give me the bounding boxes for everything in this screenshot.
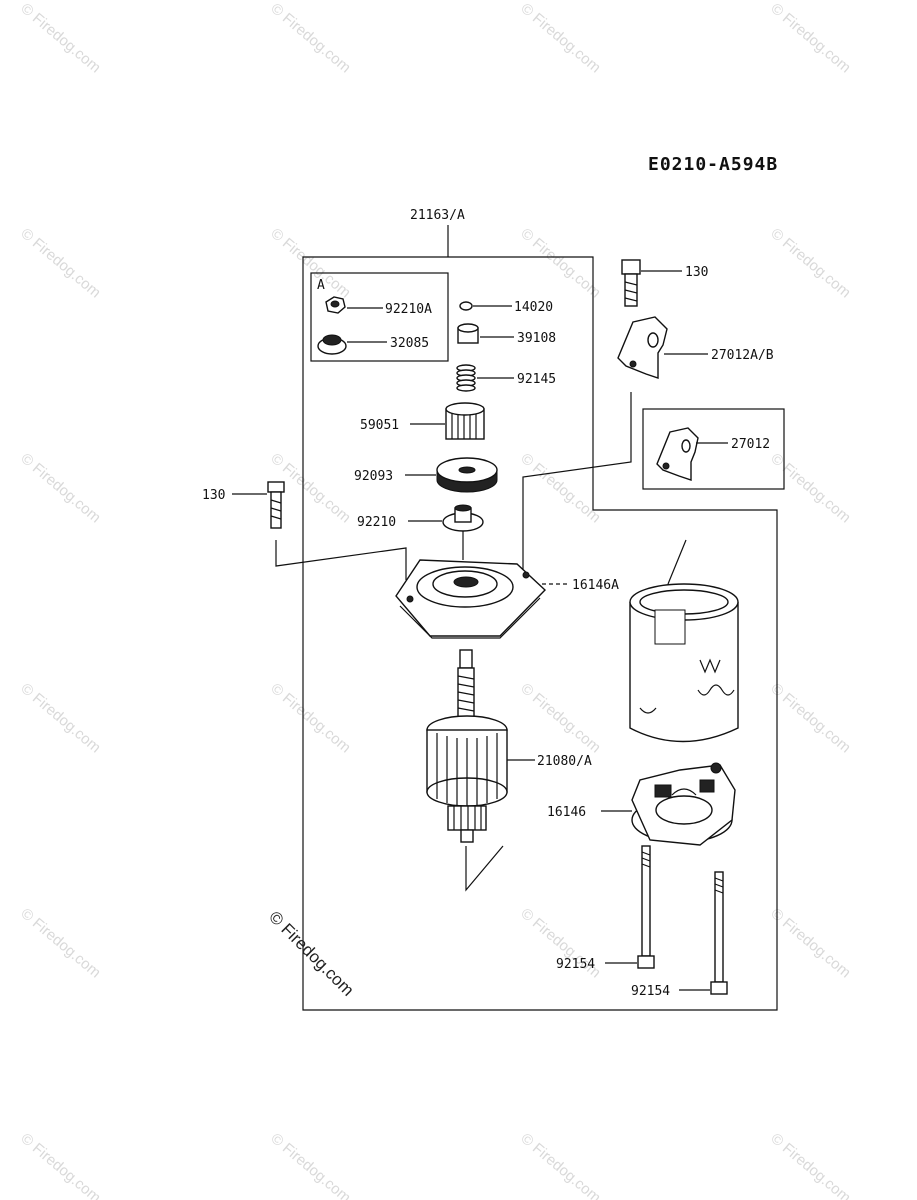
label-59051: 59051 — [360, 418, 399, 433]
label-27012: 27012 — [731, 437, 770, 452]
label-92210A: 92210A — [385, 302, 432, 317]
ring-14020-icon — [459, 301, 473, 311]
label-130-top: 130 — [685, 265, 708, 280]
watermark-text: © Firedog.com — [517, 450, 603, 526]
label-92093: 92093 — [354, 469, 393, 484]
watermark-text: © Firedog.com — [517, 1130, 603, 1200]
bracket-27012-box — [642, 408, 785, 490]
watermark-text: © Firedog.com — [767, 1130, 853, 1200]
watermark-text: © Firedog.com — [517, 680, 603, 756]
watermark-text: © Firedog.com — [767, 450, 853, 526]
label-130-left: 130 — [202, 488, 225, 503]
label-21163A: 21163/A — [410, 208, 465, 223]
washer-32085-icon — [317, 334, 347, 355]
bolt-130-left-icon — [267, 481, 285, 529]
bracket-27012AB-icon — [617, 316, 668, 379]
watermark-text: © Firedog.com — [767, 905, 853, 981]
watermark-text: © Firedog.com — [17, 225, 103, 301]
armature-21080A-icon — [426, 649, 508, 843]
label-16146A: 16146A — [572, 578, 619, 593]
watermark-text: © Firedog.com — [767, 225, 853, 301]
watermark-text: © Firedog.com — [517, 0, 603, 76]
brush-holder-16146-icon — [631, 762, 736, 846]
washer-92093-icon — [436, 457, 498, 493]
bracket-27012-icon — [656, 427, 699, 481]
label-92154-a: 92154 — [556, 957, 595, 972]
watermark-text: © Firedog.com — [767, 0, 853, 76]
bolt-130-top-icon — [621, 259, 641, 307]
gear-59051-icon — [445, 402, 485, 440]
nut-92210-icon — [442, 504, 484, 532]
assembly-frame — [302, 256, 778, 1011]
label-32085: 32085 — [390, 336, 429, 351]
label-92145: 92145 — [517, 372, 556, 387]
end-cover-16146A-icon — [395, 559, 547, 639]
watermark-text: © Firedog.com — [17, 450, 103, 526]
watermark-stamp: © Firedog.com — [265, 907, 357, 999]
spring-92145-icon — [456, 364, 476, 392]
through-bolt-92154-b-icon — [710, 871, 728, 995]
watermark-text: © Firedog.com — [17, 0, 103, 76]
diagram-code: E0210-A594B — [648, 154, 778, 175]
kit-a-box — [310, 272, 449, 362]
watermark-text: © Firedog.com — [17, 1130, 103, 1200]
nut-92210A-icon — [325, 296, 346, 314]
yoke-housing-icon — [629, 583, 739, 743]
label-92210: 92210 — [357, 515, 396, 530]
watermark-text: © Firedog.com — [17, 680, 103, 756]
label-14020: 14020 — [514, 300, 553, 315]
label-16146: 16146 — [547, 805, 586, 820]
watermark-text: © Firedog.com — [767, 680, 853, 756]
watermark-text: © Firedog.com — [17, 905, 103, 981]
watermark-text: © Firedog.com — [267, 1130, 353, 1200]
watermark-text: © Firedog.com — [517, 225, 603, 301]
kit-a-label: A — [317, 278, 325, 293]
collar-39108-icon — [457, 323, 479, 344]
label-92154-b: 92154 — [631, 984, 670, 999]
label-39108: 39108 — [517, 331, 556, 346]
through-bolt-92154-a-icon — [637, 845, 655, 969]
label-27012AB: 27012A/B — [711, 348, 774, 363]
watermark-text: © Firedog.com — [267, 0, 353, 76]
label-21080A: 21080/A — [537, 754, 592, 769]
watermark-text: © Firedog.com — [267, 680, 353, 756]
